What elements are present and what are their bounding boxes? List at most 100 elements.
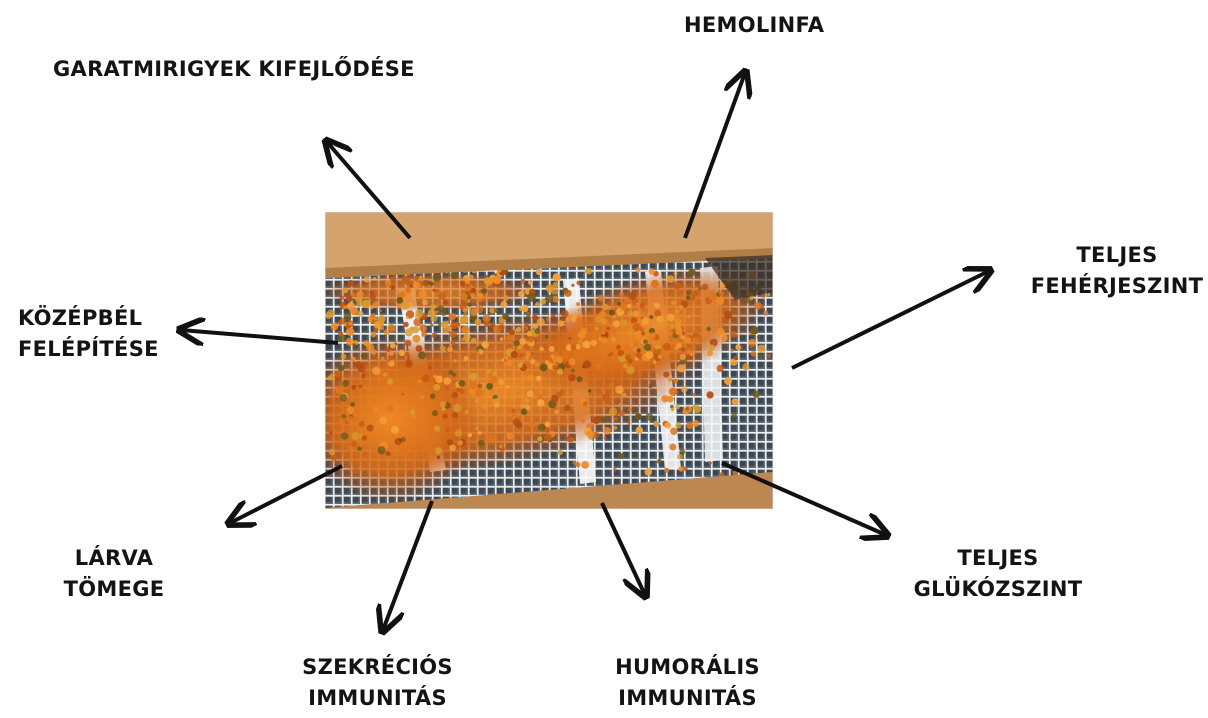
pollen-grain [529, 421, 536, 428]
pollen-grain [571, 284, 574, 287]
pollen-grain [533, 323, 539, 329]
pollen-grain [656, 349, 661, 354]
pollen-grain [569, 437, 574, 442]
pollen-grain [438, 292, 446, 300]
pollen-grain [489, 307, 495, 313]
pollen-grain [334, 443, 337, 446]
pollen-grain [583, 401, 587, 405]
pollen-grain [586, 268, 593, 275]
pollen-grain [674, 272, 678, 276]
pollen-grain [369, 290, 373, 294]
pollen-grain [455, 429, 462, 436]
pollen-grain [671, 301, 675, 305]
pollen-grain [521, 408, 528, 415]
pollen-grain [551, 395, 559, 403]
pollen-grain [758, 354, 762, 358]
pollen-grain [663, 343, 671, 351]
pollen-grain [679, 305, 684, 310]
pollen-grain [364, 276, 370, 282]
pollen-grain [636, 353, 642, 359]
pollen-grain [349, 322, 353, 326]
pollen-grain [754, 302, 762, 310]
pollen-grain [681, 386, 688, 393]
pollen-grain [451, 341, 456, 346]
arrow-szekrecios [383, 501, 432, 630]
pollen-grain [598, 337, 602, 341]
pollen-grain [356, 302, 362, 308]
pollen-grain [621, 320, 628, 327]
pollen-grain [609, 383, 614, 388]
pollen-grain [619, 410, 625, 416]
label-line: LÁRVA [55, 543, 173, 574]
pollen-grain [369, 294, 376, 301]
pollen-grain [609, 310, 615, 316]
pollen-grain [613, 315, 617, 319]
pollen-grain [535, 302, 540, 307]
pollen-grain [433, 289, 436, 292]
pollen-grain [603, 427, 611, 435]
pollen-grain [350, 402, 355, 407]
pollen-grain [571, 369, 575, 373]
pollen-grain [482, 314, 490, 322]
pollen-grain [482, 403, 488, 409]
pollen-grain [372, 367, 380, 375]
pollen-grain [331, 323, 339, 331]
label-line: TELJES [878, 543, 1118, 574]
pollen-grain [617, 302, 621, 306]
pollen-grain [576, 302, 580, 306]
pollen-grain [433, 273, 441, 281]
pollen-grain [443, 377, 451, 385]
pollen-grain [630, 342, 633, 345]
pollen-grain [553, 273, 561, 281]
pollen-grain [371, 332, 377, 338]
pollen-grain [685, 337, 691, 343]
pollen-grain [750, 345, 754, 349]
pollen-grain [692, 405, 696, 409]
pollen-grain [635, 335, 640, 340]
pollen-grain [614, 417, 618, 421]
pollen-grain [671, 408, 674, 411]
pollen-grain [402, 276, 411, 285]
pollen-grain [658, 355, 662, 359]
pollen-grain [377, 446, 385, 454]
pollen-grain [635, 267, 640, 272]
pollen-grain [462, 326, 470, 334]
pollen-grain [717, 365, 724, 372]
pollen-grain [568, 358, 575, 365]
pollen-grain [675, 423, 681, 429]
pollen-grain [557, 450, 563, 456]
pollen-grain [470, 382, 477, 389]
pollen-grain [609, 407, 618, 416]
pollen-grain [339, 419, 343, 423]
pollen-grain [422, 300, 428, 306]
pollen-grain [405, 287, 411, 293]
pollen-grain [573, 461, 577, 465]
pollen-grain [628, 422, 631, 425]
label-line: TÖMEGE [55, 574, 173, 605]
pollen-grain [380, 321, 385, 326]
pollen-grain [537, 399, 544, 406]
pollen-grain [498, 379, 504, 385]
pollen-grain [757, 336, 760, 339]
pollen-grain [707, 327, 711, 331]
pollen-grain [403, 322, 409, 328]
pollen-grain [390, 343, 396, 349]
pollen-grain [452, 412, 458, 418]
pollen-grain [677, 454, 683, 460]
pollen-grain [481, 288, 486, 293]
pollen-grain [633, 323, 641, 331]
pollen-grain [379, 309, 382, 312]
pollen-grain [509, 329, 515, 335]
pollen-grain [553, 352, 558, 357]
pollen-grain [564, 405, 571, 412]
pollen-grain [471, 288, 477, 294]
pollen-grain [767, 354, 771, 358]
pollen-grain [397, 303, 402, 308]
pollen-grain [456, 315, 459, 318]
label-szekrecios: SZEKRÉCIÓS IMMUNITÁS [280, 652, 475, 714]
pollen-grain [626, 366, 634, 374]
pollen-grain [619, 292, 624, 297]
label-teljes-glukoz: TELJES GLÜKÓZSZINT [878, 543, 1118, 605]
label-line: GARATMIRIGYEK KIFEJLŐDÉSE [53, 54, 415, 85]
pollen-grain [526, 351, 531, 356]
